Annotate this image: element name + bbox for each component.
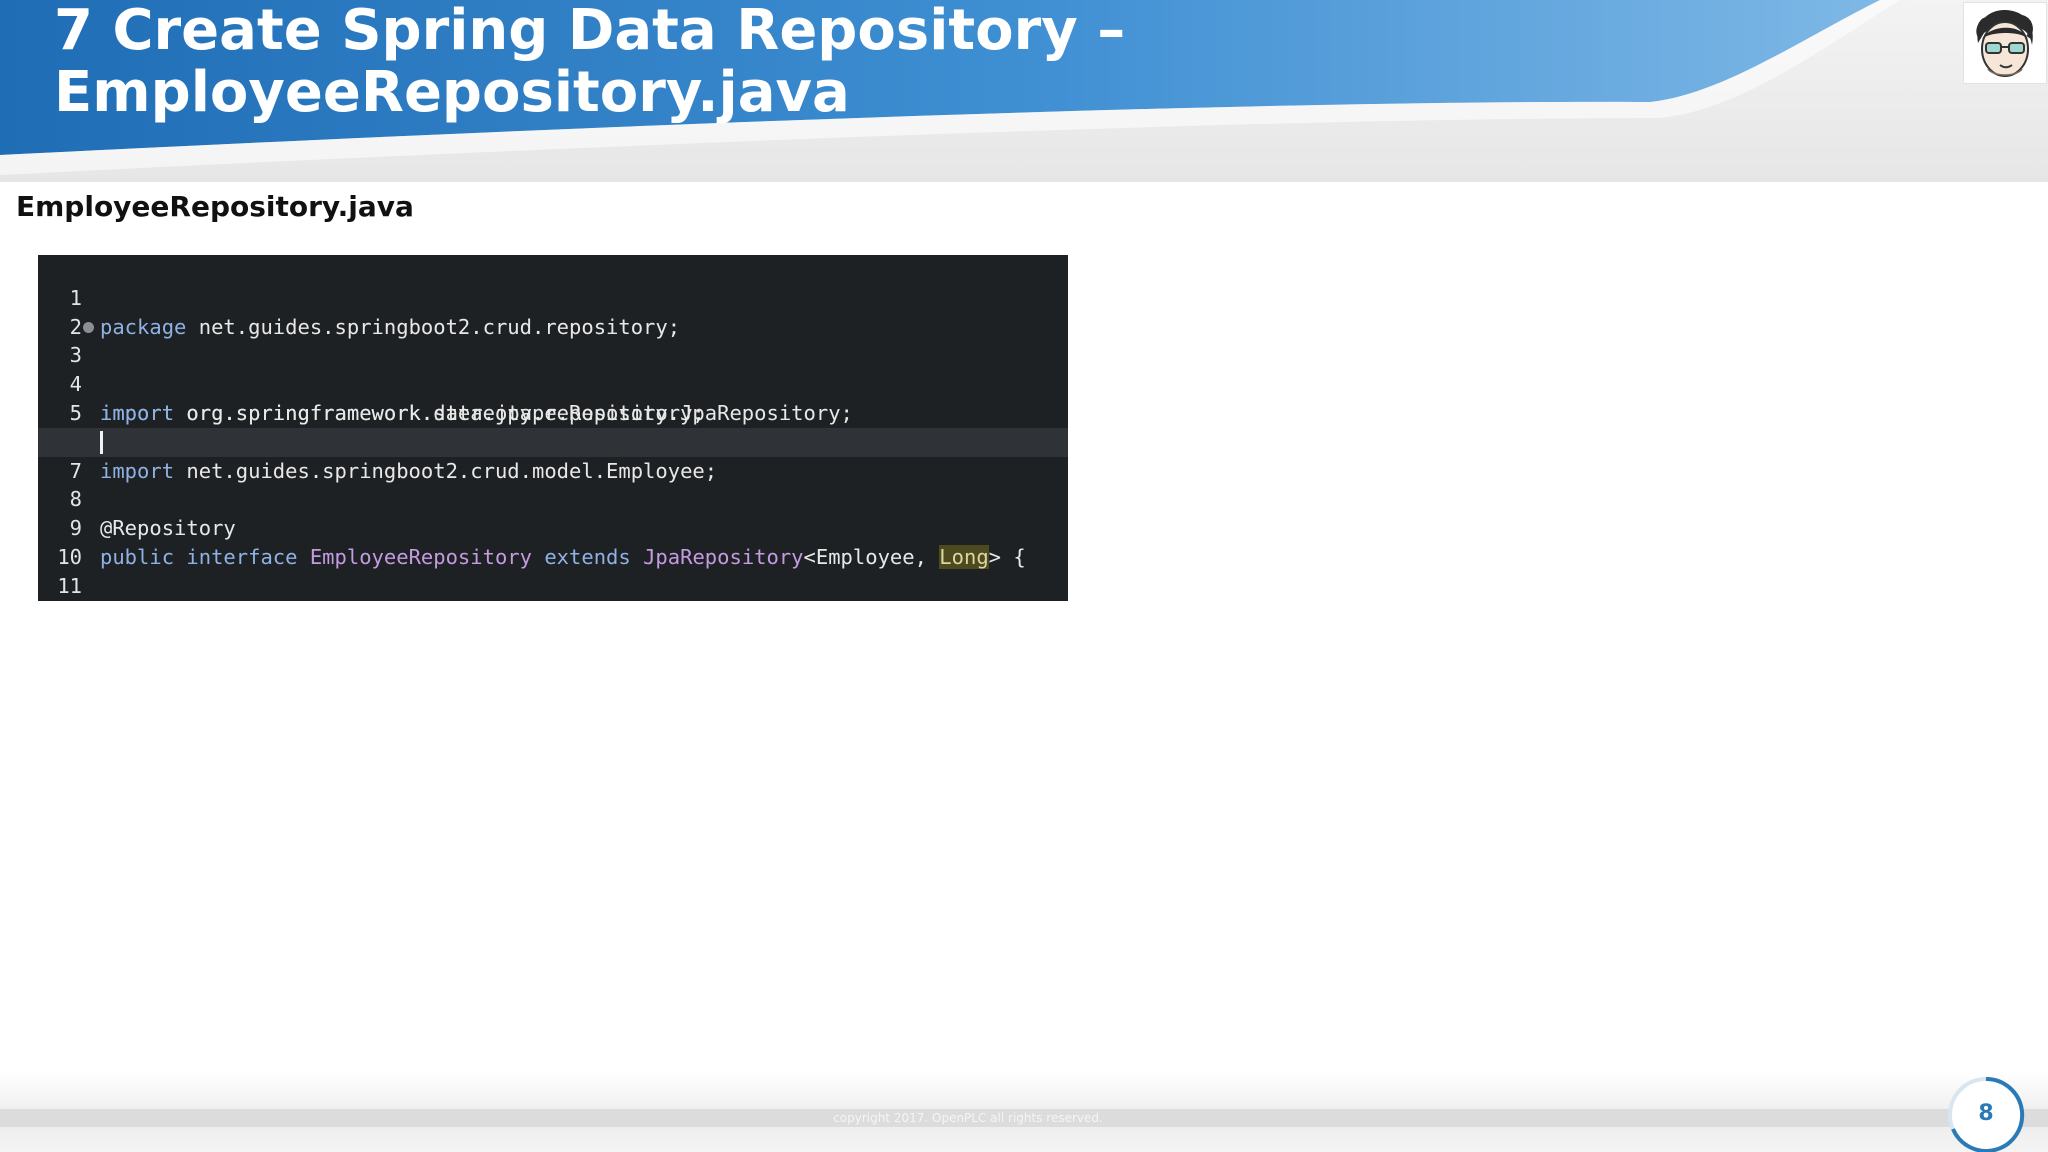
line-number: 11 [57,573,82,598]
code-editor[interactable]: 1 package net.guides.springboot2.crud.re… [38,255,1068,601]
line-number: 9 [69,516,82,541]
line-number: 7 [69,458,82,483]
generic-args-close: > { [988,544,1026,569]
fold-toggle-icon[interactable] [83,321,94,333]
line-number: 3 [69,343,82,368]
code-line[interactable]: 4 import org.springframework.stereotype.… [38,341,1068,425]
interface-name: EmployeeRepository [297,544,532,569]
header-wave-graphic [0,0,2048,185]
code-text: import org.springframework.data.jpa.repo… [100,399,853,428]
highlighted-long-type: Long [939,544,989,569]
code-line[interactable]: 11 } [38,543,1068,598]
code-line[interactable]: 5 [38,370,1068,425]
file-name-heading: EmployeeRepository.java [16,190,414,223]
code-line[interactable]: 2 [38,284,1068,339]
header-banner: 7 Create Spring Data Repository – Employ… [0,0,2048,185]
code-text: public interface EmployeeRepository exte… [100,543,1026,572]
keyword-import: import [100,400,175,425]
import-path: net.guides.springboot2.crud.model.Employ… [174,458,718,483]
code-text: package net.guides.springboot2.crud.repo… [100,313,680,342]
keyword-package: package [100,314,187,339]
keyword-interface: interface [174,544,298,569]
line-number: 1 [69,285,82,310]
code-line[interactable]: 8 @Repository [38,457,1068,540]
line-number: 5 [69,400,82,425]
copyright-text: copyright 2017. OpenPLC all rights reser… [833,1111,1103,1125]
import-path: org.springframework.stereotype.Repositor… [174,400,705,425]
code-text: import org.springframework.stereotype.Re… [100,399,705,428]
code-line[interactable]: 10 [38,514,1068,569]
keyword-import: import [100,400,175,425]
import-path: org.springframework.data.jpa.repository.… [174,400,853,425]
slide-title: 7 Create Spring Data Repository – Employ… [54,0,1125,124]
code-line[interactable]: 9 public interface EmployeeRepository ex… [38,485,1068,569]
avatar-face-icon [1976,9,2033,77]
code-line[interactable]: 6 import net.guides.springboot2.crud.mod… [38,399,1068,483]
code-text: @Repository [100,514,236,543]
page-number-ring-icon [1948,1076,2025,1152]
keyword-public: public [100,544,175,569]
page-number: 8 [1978,1101,1994,1126]
code-text: import net.guides.springboot2.crud.model… [100,457,717,486]
current-code-line[interactable]: 7 [38,427,1068,483]
footer-bar [0,1109,2048,1127]
annotation-repository: @Repository [100,516,236,541]
supertype-name: JpaRepository [630,544,804,569]
presenter-avatar [1963,2,2047,84]
keyword-extends: extends [531,544,631,569]
keyword-import: import [100,458,175,483]
code-line[interactable]: 1 package net.guides.springboot2.crud.re… [38,255,1068,339]
line-number: 4 [69,372,82,397]
line-number: 8 [69,487,82,512]
slide-title-line-1: 7 Create Spring Data Repository – [54,0,1126,63]
line-number: 10 [57,544,82,569]
code-line[interactable]: 3 import org.springframework.data.jpa.re… [38,313,1068,425]
slide-title-line-2: EmployeeRepository.java [54,60,850,125]
code-line[interactable]: 12 [38,572,1068,601]
generic-args-open: <Employee, [803,544,940,569]
package-path: net.guides.springboot2.crud.repository; [186,314,681,339]
line-number: 2 [69,314,82,339]
text-caret [100,430,103,454]
